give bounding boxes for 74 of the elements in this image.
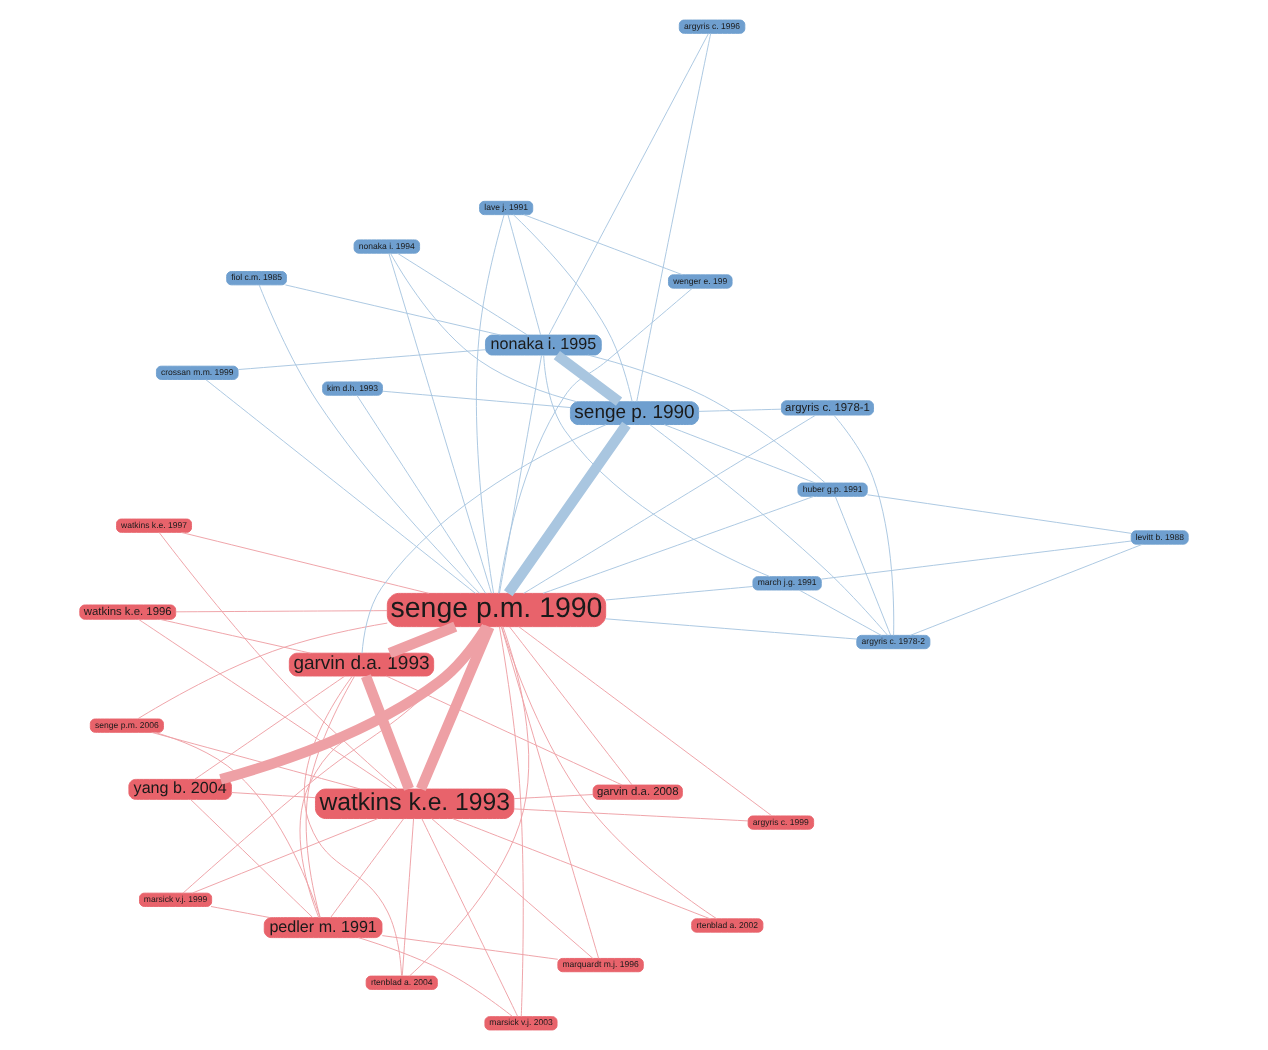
connector (548, 33, 709, 336)
connector (820, 540, 1132, 580)
connector (475, 214, 505, 594)
connector (513, 794, 594, 800)
connector (151, 731, 361, 790)
connector (513, 808, 749, 822)
connector (431, 818, 594, 959)
connector (191, 818, 379, 894)
connector (330, 818, 405, 919)
connector (258, 284, 480, 594)
connector (909, 543, 1143, 636)
connector (180, 531, 430, 594)
connector (390, 252, 578, 403)
connector (137, 622, 388, 720)
connector (175, 610, 388, 613)
node-box: garvin d.a. 1993 (288, 652, 435, 677)
connector (504, 421, 631, 597)
connector (284, 284, 501, 336)
connector (361, 674, 414, 791)
connector (416, 624, 495, 792)
connector (501, 626, 718, 920)
connector (543, 354, 771, 578)
connector (382, 390, 571, 408)
connector (158, 532, 398, 790)
connector (509, 626, 633, 786)
connector (542, 495, 815, 594)
connector (507, 214, 542, 336)
connector (500, 626, 600, 959)
connector (834, 496, 892, 636)
node-box: pedler m. 1991 (263, 917, 383, 939)
connector (649, 424, 888, 636)
connector (401, 818, 415, 977)
connector (388, 252, 492, 594)
connector (499, 354, 543, 594)
connector (159, 618, 311, 654)
connector (305, 675, 355, 918)
connector (194, 675, 346, 780)
connector (421, 818, 519, 1017)
node-box: nonaka i. 1995 (485, 334, 602, 356)
node-box: yang b. 2004 (128, 778, 232, 800)
node-box: senge p. 1990 (569, 401, 700, 425)
connector (154, 731, 321, 919)
connector (553, 350, 623, 406)
connector (356, 394, 487, 594)
connector (381, 935, 559, 960)
connector (210, 906, 271, 919)
connector (237, 349, 486, 371)
connector (518, 626, 773, 817)
connector (138, 618, 394, 790)
connector (636, 32, 712, 403)
connector (397, 252, 528, 336)
node-box: watkins k.e. 1993 (315, 788, 515, 819)
connector (358, 937, 513, 1017)
connector (798, 589, 882, 636)
connector (498, 626, 524, 1018)
connector (833, 414, 895, 636)
connector (523, 414, 816, 594)
connector (385, 675, 623, 786)
connector (698, 408, 782, 412)
connector (512, 214, 633, 402)
connector (867, 494, 1132, 534)
connector (587, 354, 826, 484)
connector (663, 424, 816, 484)
connector (303, 675, 403, 977)
node-box: senge p.m. 1990 (386, 592, 607, 628)
connector (523, 214, 684, 276)
connector (231, 792, 316, 799)
connector (387, 621, 458, 659)
connector (605, 586, 754, 601)
connector (452, 818, 711, 920)
connector (190, 799, 313, 918)
connector (605, 618, 857, 640)
connector (409, 626, 530, 977)
connector (498, 287, 693, 594)
